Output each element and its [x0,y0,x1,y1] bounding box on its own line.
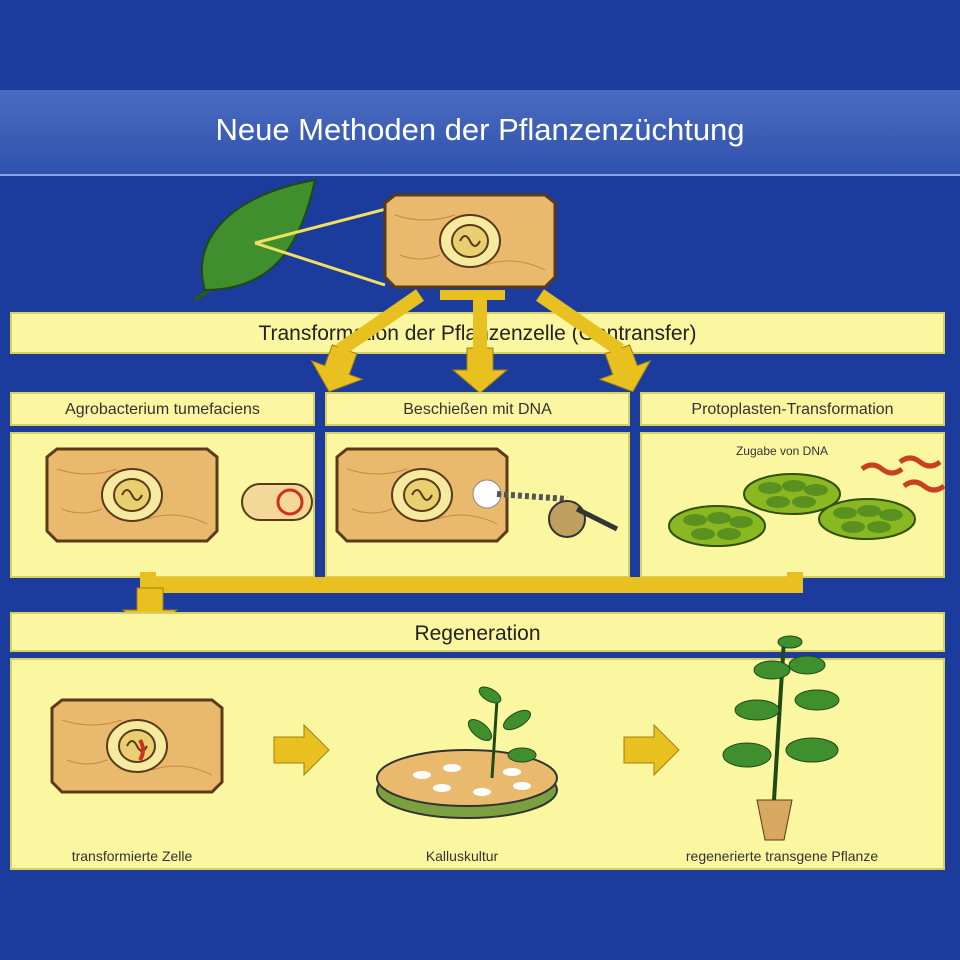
arrow-right-icon [623,724,680,776]
panel-agrobacterium [10,432,315,578]
dna-addition-note: Zugabe von DNA [735,444,829,458]
arrow-right-icon [273,724,330,776]
step-label-callus-culture: Kalluskultur [425,848,499,864]
method-header-particle-bombardment: Beschießen mit DNA [325,392,630,426]
title-band [0,90,960,176]
method-header-protoplast: Protoplasten-Transformation [640,392,945,426]
leaf-icon [200,178,317,292]
regeneration-bar: Regeneration [10,612,945,652]
gene-gun-icon [548,500,586,538]
step-label-transgenic-plant: regenerierte transgene Pflanze [685,848,879,864]
dna-icon [860,455,946,493]
method-header-agrobacterium: Agrobacterium tumefaciens [10,392,315,426]
petri-dish-icon [376,749,558,819]
panel-protoplast: Zugabe von DNA [640,432,946,578]
panel-regeneration: transformierte Zelle Kalluskultur regene… [10,635,945,870]
panel-particle-bombardment [325,432,630,578]
step-label-transformed-cell: transformierte Zelle [71,848,193,864]
transgenic-plant-icon [722,635,840,841]
arrow-fan-icon [440,290,505,300]
plantlet-icon [467,686,537,779]
transformed-cell-icon [50,698,224,794]
page-title: Neue Methoden der Pflanzenzüchtung [215,112,745,147]
